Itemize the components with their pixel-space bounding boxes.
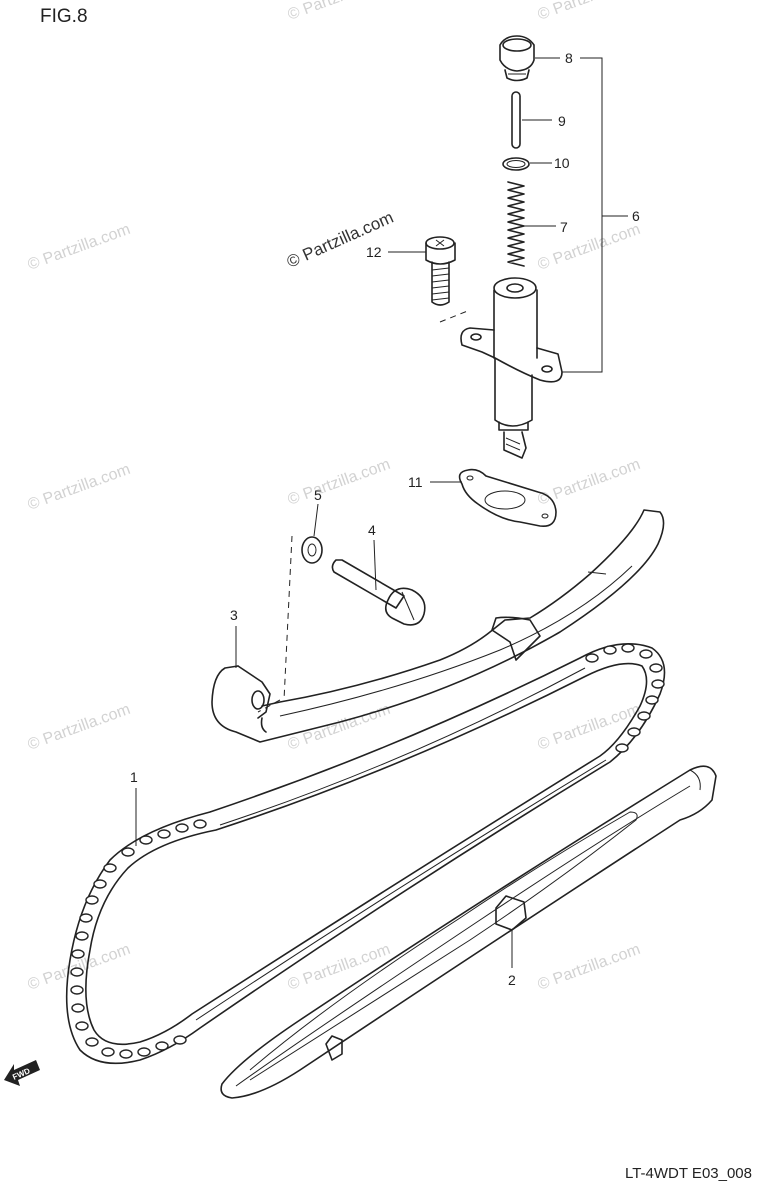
callout-2: 2 [508, 972, 516, 988]
callout-10: 10 [554, 155, 570, 171]
watermark: © Partzilla.com [286, 0, 393, 24]
callout-12: 12 [366, 244, 382, 260]
watermark: © Partzilla.com [286, 701, 393, 754]
part-6-tensioner-body [460, 277, 563, 459]
footer-code: LT-4WDT E03_008 [625, 1165, 752, 1182]
callout-1: 1 [130, 769, 138, 785]
part-3-tensioner-guide [211, 509, 665, 743]
watermark: © Partzilla.com [536, 0, 643, 24]
part-2-chain-guide [220, 765, 717, 1099]
watermark: © Partzilla.com [536, 941, 643, 994]
callout-4: 4 [368, 522, 376, 538]
alignment-line [283, 535, 293, 701]
watermark-dark: © Partzilla.com [284, 208, 396, 272]
chain-links [70, 643, 665, 1059]
part-1-cam-chain [65, 642, 666, 1065]
part-9-pushrod [511, 91, 521, 149]
figure-title: FIG.8 [40, 6, 88, 27]
part-4-pivot-bolt [331, 559, 426, 626]
watermark-layer: © Partzilla.com © Partzilla.com © Partzi… [26, 0, 643, 994]
watermark: © Partzilla.com [286, 456, 393, 509]
fwd-arrow-icon: FWD [4, 1060, 40, 1086]
part-7-spring [507, 181, 525, 267]
callout-9: 9 [558, 113, 566, 129]
watermark: © Partzilla.com [536, 221, 643, 274]
part-10-o-ring [502, 157, 530, 171]
watermark: © Partzilla.com [26, 221, 133, 274]
part-11-gasket [458, 468, 557, 528]
watermark: © Partzilla.com [26, 461, 133, 514]
callout-5: 5 [314, 487, 322, 503]
callout-6: 6 [632, 208, 640, 224]
part-12-bolt [425, 236, 471, 323]
callout-leaders [135, 57, 628, 968]
watermark: © Partzilla.com [286, 941, 393, 994]
fwd-label: FWD [11, 1066, 32, 1082]
part-5-washer [301, 536, 323, 564]
callout-8: 8 [565, 50, 573, 66]
callout-7: 7 [560, 219, 568, 235]
part-8-cap-bolt [499, 35, 535, 82]
callout-3: 3 [230, 607, 238, 623]
callout-11: 11 [408, 474, 423, 490]
watermark: © Partzilla.com [26, 701, 133, 754]
